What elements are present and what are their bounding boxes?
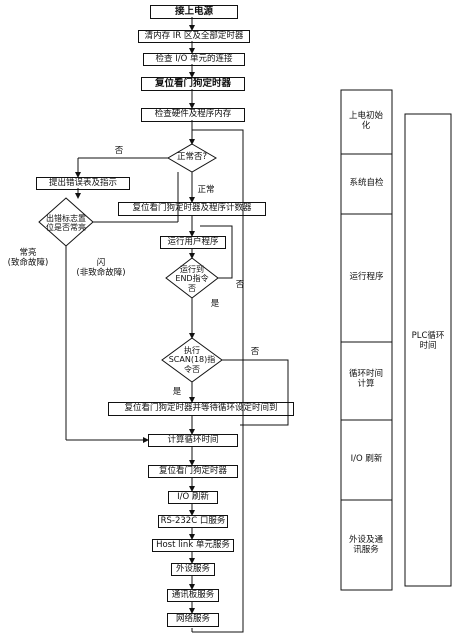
phase-io-refresh: I/O 刷新 [350, 454, 383, 465]
fatal-label: 常亮 (致命故障) [7, 248, 49, 268]
node-reset-wdt2: 复位看门狗定时器 [148, 465, 238, 478]
phase-self-check: 系统自检 [349, 178, 384, 189]
scan-no-label: 否 [250, 347, 260, 358]
end-no-label: 否 [235, 280, 245, 291]
node-power-on: 接上电源 [150, 5, 238, 19]
decision-scan-label: 执行SCAN(18)指令否 [168, 346, 216, 374]
decision-normal-label: 正常否? [176, 152, 207, 163]
end-yes-label: 是 [210, 299, 220, 310]
node-reset-wdt-counter: 复位看门狗定时器及程序计数器 [118, 202, 266, 216]
node-run-user: 运行用户程序 [160, 236, 226, 249]
node-rs232c: RS-232C 口服务 [158, 515, 228, 528]
node-host-link: Host link 单元服务 [152, 539, 234, 552]
edge-no-label: 否 [114, 146, 124, 157]
node-network: 网络服务 [167, 613, 219, 627]
decision-error-label: 出错标志置位是否常亮 [46, 213, 86, 232]
node-check-io: 检查 I/O 单元的连接 [143, 53, 245, 66]
nonfatal-label: 闪 (非致命故障) [76, 258, 126, 278]
node-calc-cycle: 计算循环时间 [148, 434, 238, 447]
node-clear-ir: 清内存 IR 区及全部定时器 [138, 30, 250, 43]
edge-yes-label: 正常 [197, 185, 215, 196]
node-show-error: 提出错误表及指示 [36, 177, 130, 190]
phase-init: 上电初始化 [348, 111, 383, 131]
node-comm: 通讯板服务 [167, 589, 219, 602]
node-peripheral: 外设服务 [171, 563, 215, 576]
phase-comm-service: 外设及通讯服务 [348, 535, 383, 555]
node-io-refresh: I/O 刷新 [168, 491, 218, 504]
phase-run-program: 运行程序 [349, 272, 384, 283]
node-check-hw: 检查硬件及程序内存 [141, 108, 245, 122]
decision-end-label: 运行到END指令否 [175, 265, 209, 293]
plc-cycle-label: PLC循环时间 [411, 331, 445, 351]
phase-cycle-calc: 循环时间计算 [348, 369, 383, 389]
scan-yes-label: 是 [172, 387, 182, 398]
node-reset-wdt: 复位看门狗定时器 [141, 77, 245, 91]
node-reset-wait: 复位看门狗定时器并等待循环设定时间到 [108, 402, 294, 416]
